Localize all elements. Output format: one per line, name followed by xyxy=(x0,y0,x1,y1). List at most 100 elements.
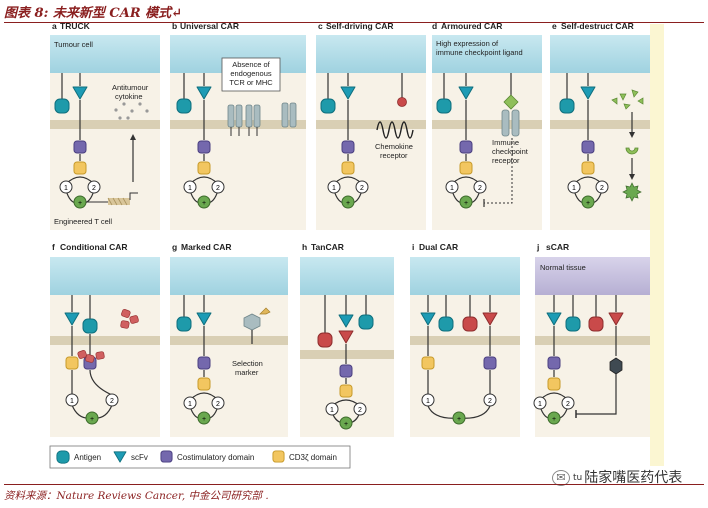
panel-e-title: Self-destruct CAR xyxy=(561,21,634,31)
signal-2: 2 xyxy=(478,185,482,192)
panel-d-title: Armoured CAR xyxy=(441,21,502,31)
signal-1: 1 xyxy=(572,185,576,192)
panel-a-cytokine-label-2: cytokine xyxy=(115,92,143,101)
antigen-icon xyxy=(317,332,333,348)
panel-c-label-1: Chemokine xyxy=(375,142,413,151)
panel-h-title: TanCAR xyxy=(311,242,344,252)
antigen-icon xyxy=(358,314,374,330)
signal-2: 2 xyxy=(488,398,492,405)
panel-c-letter: c xyxy=(318,21,323,31)
antigen-icon xyxy=(588,316,604,332)
panel-a: 1 2 + a TRUCK Tumour cell Antitumour cyt… xyxy=(50,21,160,230)
panel-b: 1 2 + Absence of endogenous TCR or MHC b… xyxy=(170,21,306,230)
costim-domain-icon xyxy=(483,356,497,370)
signal-2: 2 xyxy=(358,407,362,414)
signal-plus: + xyxy=(586,200,590,207)
panel-g-letter: g xyxy=(172,242,177,252)
panel-j: 1 2 + Normal tissue j sCAR xyxy=(533,242,650,437)
cd3z-domain-icon xyxy=(339,384,353,398)
panel-d-top-label-2: immune checkpoint ligand xyxy=(436,48,523,57)
antigen-icon xyxy=(559,98,575,114)
costim-domain-icon xyxy=(547,356,561,370)
wechat-icon: ✉ xyxy=(552,470,570,486)
panel-d-label-2: checkpoint xyxy=(492,147,529,156)
figure-title: 图表 8: 未来新型 CAR 模式↵ xyxy=(4,6,183,21)
legend-cd3z: CD3ζ domain xyxy=(289,453,337,462)
antigen-icon xyxy=(176,98,192,114)
figure-source: 资料来源：Nature Reviews Cancer, 中金公司研究部 . xyxy=(4,490,269,502)
legend: Antigen scFv Costimulatory domain CD3ζ d… xyxy=(49,445,351,469)
signal-1: 1 xyxy=(70,398,74,405)
signal-1: 1 xyxy=(330,407,334,414)
legend-costim: Costimulatory domain xyxy=(177,453,254,462)
signal-plus: + xyxy=(457,416,461,423)
cd3z-domain-icon xyxy=(581,161,595,175)
costim-domain-icon xyxy=(197,140,211,154)
cd3z-domain-icon xyxy=(197,161,211,175)
panel-i: 1 2 + i Dual CAR xyxy=(410,242,520,437)
panel-g-label-1: Selection xyxy=(232,359,263,368)
watermark-prefix: tu xyxy=(573,473,583,483)
antigen-icon xyxy=(82,318,98,334)
costim-domain-icon xyxy=(341,140,355,154)
antigen-icon xyxy=(56,450,70,464)
signal-plus: + xyxy=(464,200,468,207)
cd3z-domain-icon xyxy=(459,161,473,175)
panel-i-letter: i xyxy=(412,242,414,252)
signal-plus: + xyxy=(202,416,206,423)
panel-f-title: Conditional CAR xyxy=(60,242,128,252)
panel-a-letter: a xyxy=(52,21,57,31)
panel-d: 1 2 + High expression of immune checkpoi… xyxy=(432,21,542,230)
antigen-icon xyxy=(54,98,70,114)
signal-plus: + xyxy=(552,416,556,423)
panel-b-label-3: TCR or MHC xyxy=(229,78,273,87)
panel-a-cell-label: Engineered T cell xyxy=(54,217,112,226)
antigen-icon xyxy=(176,316,192,332)
signal-2: 2 xyxy=(110,398,114,405)
panel-f: 1 2 + f Conditional CAR xyxy=(50,242,160,437)
panel-a-title: TRUCK xyxy=(60,21,91,31)
signal-1: 1 xyxy=(332,185,336,192)
signal-2: 2 xyxy=(360,185,364,192)
cd3z-domain-icon xyxy=(421,356,435,370)
signal-plus: + xyxy=(344,421,348,428)
legend-scfv: scFv xyxy=(131,453,148,462)
signal-2: 2 xyxy=(216,185,220,192)
side-strip xyxy=(650,24,664,466)
panel-a-cytokine-label-1: Antitumour xyxy=(112,83,149,92)
panel-d-label-1: Immune xyxy=(492,138,519,147)
panel-h-letter: h xyxy=(302,242,307,252)
panel-j-letter: j xyxy=(536,242,539,252)
antigen-icon xyxy=(462,316,478,332)
panel-f-letter: f xyxy=(52,242,55,252)
costim-domain-icon xyxy=(581,140,595,154)
figure-footer: 资料来源：Nature Reviews Cancer, 中金公司研究部 . xyxy=(4,484,704,502)
signal-1: 1 xyxy=(450,185,454,192)
antigen-icon xyxy=(438,316,454,332)
panel-a-membrane-label: Tumour cell xyxy=(54,40,93,49)
costim-domain-icon xyxy=(160,450,173,463)
panel-e: 1 2 + e Self-destruct CAR xyxy=(550,21,650,230)
panel-c-title: Self-driving CAR xyxy=(326,21,394,31)
cd3z-domain-icon xyxy=(197,377,211,391)
cd3z-domain-icon xyxy=(341,161,355,175)
legend-antigen: Antigen xyxy=(74,453,101,462)
panel-b-label-1: Absence of xyxy=(232,60,270,69)
signal-2: 2 xyxy=(566,401,570,408)
signal-1: 1 xyxy=(538,401,542,408)
panel-c: 1 2 + Chemokine receptor c Self-driving … xyxy=(316,21,426,230)
panel-i-title: Dual CAR xyxy=(419,242,458,252)
panel-g-title: Marked CAR xyxy=(181,242,232,252)
panel-b-letter: b xyxy=(172,21,177,31)
signal-1: 1 xyxy=(188,401,192,408)
panel-g-label-2: marker xyxy=(235,368,259,377)
costim-domain-icon xyxy=(459,140,473,154)
panel-c-label-2: receptor xyxy=(380,151,408,160)
costim-domain-icon xyxy=(339,364,353,378)
panel-d-letter: d xyxy=(432,21,437,31)
signal-plus: + xyxy=(202,200,206,207)
costim-domain-icon xyxy=(197,356,211,370)
panel-j-title: sCAR xyxy=(546,242,569,252)
panel-d-top-label-1: High expression of xyxy=(436,39,499,48)
